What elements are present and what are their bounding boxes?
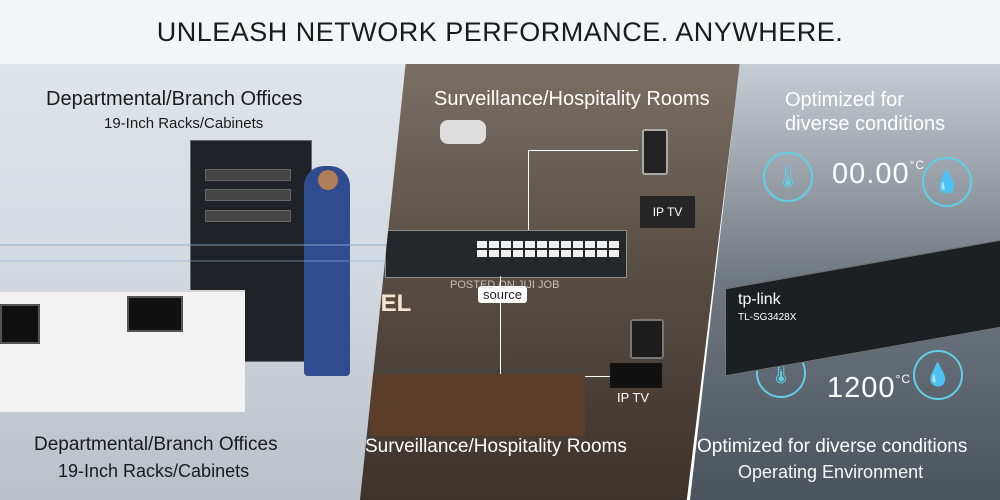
switch-model: TL-SG3428X xyxy=(738,312,797,323)
switch-ports xyxy=(477,241,619,257)
temperature-low-unit: °C xyxy=(895,372,911,386)
environment-bottom-heading: Optimized for diverse conditions xyxy=(697,436,968,457)
rack-switch-3 xyxy=(205,210,291,222)
offices-bottom-subheading: 19-Inch Racks/Cabinets xyxy=(58,461,250,481)
rack-switch-2 xyxy=(205,189,291,201)
humidity-icon: 💧 xyxy=(922,157,972,207)
keypad-icon xyxy=(642,129,668,175)
temperature-low-value: 1200 xyxy=(827,372,896,404)
office-desk xyxy=(0,290,245,412)
environment-panel: Optimized for diverse conditions 🌡 💧 🌡 💧… xyxy=(690,64,1000,500)
security-camera-icon xyxy=(440,120,486,144)
hospitality-panel: Surveillance/Hospitality Rooms source PO… xyxy=(360,64,740,500)
environment-bottom-subheading: Operating Environment xyxy=(738,462,924,482)
thermometer-icon: 🌡 xyxy=(763,152,813,202)
camera-line xyxy=(528,150,529,230)
temperature-high-display: 00.00°C xyxy=(832,158,925,191)
environment-heading: Optimized for diverse conditions xyxy=(785,89,946,135)
temperature-high-value: 00.00 xyxy=(832,158,910,190)
tp-link-brand: tp-link xyxy=(738,291,781,308)
bottom-line xyxy=(500,276,501,376)
watermark: POSTED ON JIJI JOB xyxy=(450,279,560,291)
technician xyxy=(304,166,350,376)
ip-tv-bottom: IP TV xyxy=(617,390,650,405)
rack-switch-1 xyxy=(205,169,291,181)
offices-heading: Departmental/Branch Offices xyxy=(46,88,303,110)
source-label: source xyxy=(478,286,528,303)
ip-tv-top: IP TV xyxy=(640,196,695,228)
phone-icon xyxy=(630,319,664,359)
temperature-high-unit: °C xyxy=(909,158,926,172)
page-title: UNLEASH NETWORK PERFORMANCE. ANYWHERE. xyxy=(0,0,1000,64)
offices-bottom-heading: Departmental/Branch Offices xyxy=(34,434,278,455)
hospitality-heading: Surveillance/Hospitality Rooms xyxy=(434,88,710,110)
monitor-right xyxy=(127,296,183,332)
offices-panel: Departmental/Branch Offices 19-Inch Rack… xyxy=(0,64,410,500)
technician-head xyxy=(318,170,338,190)
network-wave-1 xyxy=(0,244,410,246)
offices-subheading: 19-Inch Racks/Cabinets xyxy=(104,115,264,132)
temperature-low-display: 1200°C xyxy=(827,372,911,405)
humidity-low-icon: 💧 xyxy=(913,350,963,400)
network-wave-2 xyxy=(0,260,410,262)
hospitality-bottom-heading: Surveillance/Hospitality Rooms xyxy=(365,436,627,457)
reception-desk xyxy=(370,374,585,436)
camera-branch xyxy=(528,150,638,151)
tv-icon xyxy=(610,363,662,388)
monitor-left xyxy=(0,304,40,344)
